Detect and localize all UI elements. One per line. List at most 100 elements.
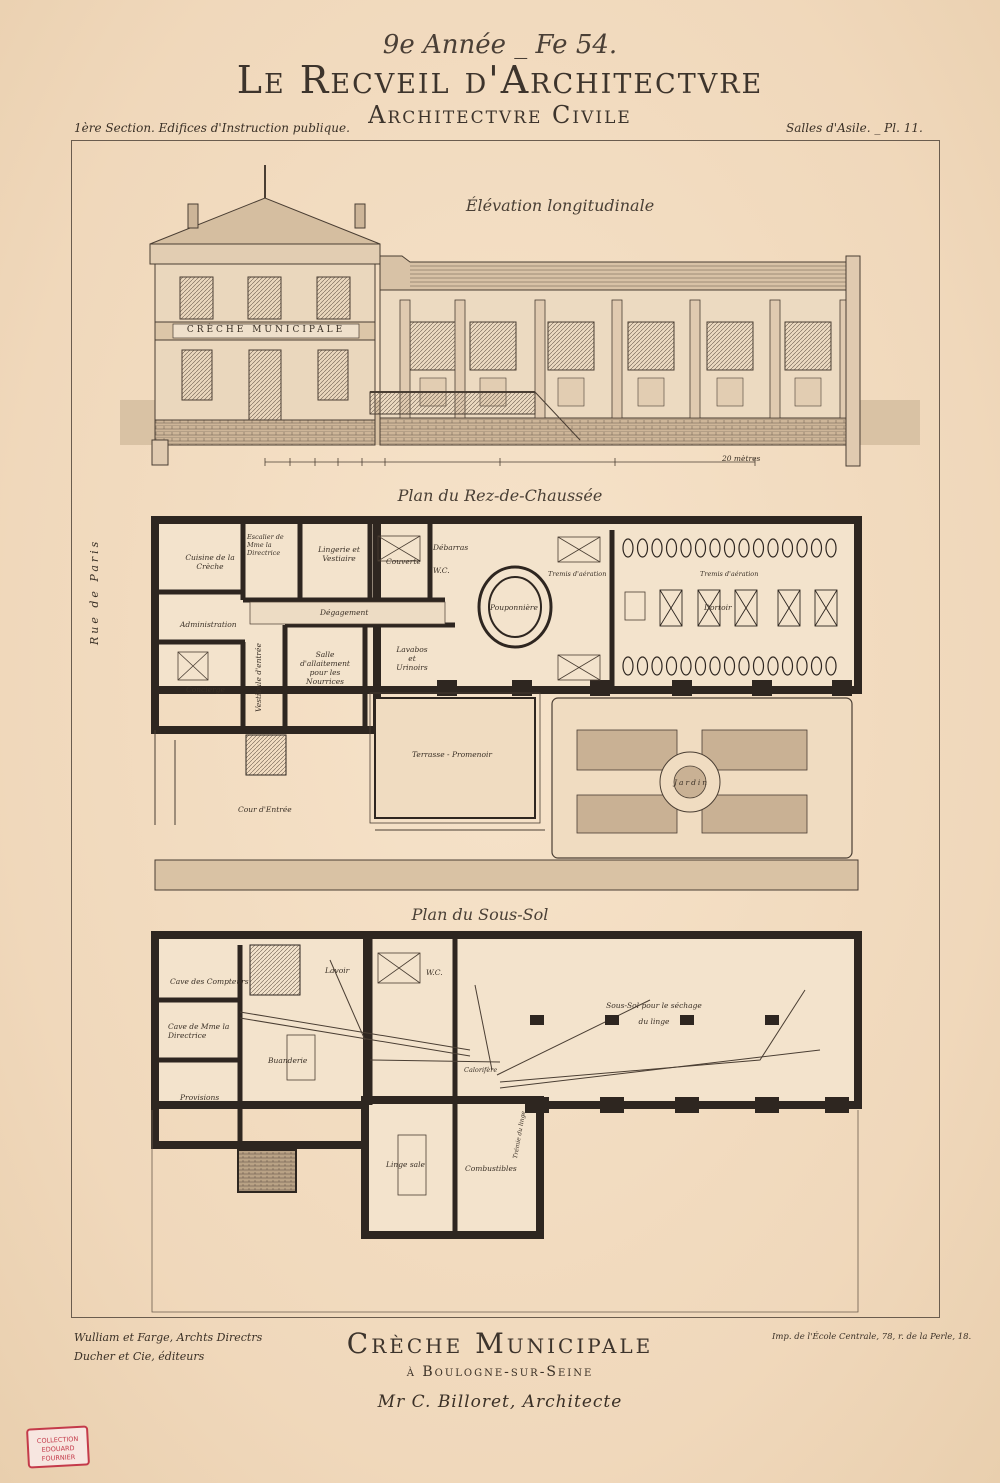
room-laundry: Buanderie xyxy=(268,1056,308,1065)
plate-location: à Boulogne-sur-Seine xyxy=(406,1364,594,1380)
publisher-line-1: Wulliam et Farge, Archts Directrs xyxy=(74,1331,263,1344)
room-lobby: Vestibule d'entrée xyxy=(254,643,263,712)
crib-top xyxy=(723,538,736,558)
dorm-bed xyxy=(777,589,801,627)
pier xyxy=(512,680,532,696)
room-wash: Lavabos et Urinoirs xyxy=(396,645,428,672)
crib-bottom xyxy=(680,656,692,676)
room-corridor: Dégagement xyxy=(320,608,369,617)
pier xyxy=(752,680,772,696)
crib-top xyxy=(752,538,765,558)
room-shower: Couverte xyxy=(386,557,421,566)
plate-label: Salles d'Asile. _ Pl. 11. xyxy=(786,121,923,135)
crib-top xyxy=(810,538,823,558)
crib-top xyxy=(709,538,721,558)
room-drying: Sous-Sol pour le séchage du linge xyxy=(606,1001,702,1026)
crib-top xyxy=(651,538,663,558)
crib-bottom xyxy=(825,656,837,676)
crib-top xyxy=(622,538,634,558)
wing-panel xyxy=(637,377,665,407)
architect-credit: Mr C. Billoret, Architecte xyxy=(377,1392,623,1412)
crib-top xyxy=(665,538,678,558)
wing-panel xyxy=(557,377,585,407)
pilaster xyxy=(611,299,623,419)
room-terrace: Terrasse - Promenoir xyxy=(412,750,492,759)
room-linen: Lingerie et Vestiaire xyxy=(318,545,360,563)
room-airing-2: Tremis d'aération xyxy=(700,570,759,578)
dorm-bed xyxy=(659,589,683,627)
pilaster xyxy=(454,299,466,419)
crib-top xyxy=(694,538,707,558)
plate-title: Crèche Municipale xyxy=(346,1327,654,1360)
printer-credit: Imp. de l'École Centrale, 78, r. de la P… xyxy=(772,1332,972,1342)
wing-panel xyxy=(794,377,822,407)
room-dorm: Dortoir xyxy=(704,603,732,612)
dorm-bed xyxy=(734,589,758,627)
ground-plan-drawing xyxy=(151,516,862,891)
room-lavoir: Lavoir xyxy=(325,966,350,975)
crib-bottom xyxy=(709,656,721,676)
stamp-line-2: EDOUARD FOURNIER xyxy=(41,1444,76,1463)
publisher-line-2: Ducher et Cie, éditeurs xyxy=(74,1350,205,1363)
crib-bottom xyxy=(723,656,736,676)
plate-frame xyxy=(71,140,940,1318)
room-concierge: Concierge xyxy=(186,685,225,694)
crib-bottom xyxy=(810,656,823,676)
basement-column xyxy=(680,1015,694,1025)
crib-top xyxy=(636,538,649,558)
crib-bottom xyxy=(665,656,678,676)
ground-plan-caption: Plan du Rez-de-Chaussée xyxy=(397,486,603,505)
room-office: Escalier de Mme la Directrice xyxy=(247,533,284,557)
dorm-bed xyxy=(697,589,721,627)
basement-plan-drawing xyxy=(151,931,862,1313)
crib-bottom xyxy=(752,656,765,676)
section-label: 1ère Section. Edifices d'Instruction pub… xyxy=(74,121,350,135)
crib-bottom xyxy=(651,656,663,676)
crib-top xyxy=(781,538,794,558)
room-dirty-linen: Linge sale xyxy=(386,1160,425,1169)
wing-window xyxy=(409,321,457,371)
basement-plan-caption: Plan du Sous-Sol xyxy=(411,905,549,924)
basement-column xyxy=(765,1015,779,1025)
crib-top xyxy=(767,538,779,558)
elevation-drawing xyxy=(120,165,920,467)
elevation-sign-text: CRÈCHE MUNICIPALE xyxy=(186,325,346,335)
wing-window xyxy=(627,321,675,371)
pier xyxy=(832,680,852,696)
crib-top xyxy=(680,538,692,558)
pier xyxy=(672,680,692,696)
basement-pier xyxy=(600,1097,624,1113)
dorm-bed-cross xyxy=(734,589,758,627)
dorm-bed xyxy=(814,589,838,627)
pilaster xyxy=(534,299,546,419)
room-storage: Débarras xyxy=(433,543,469,552)
basement-pier xyxy=(825,1097,849,1113)
wing-panel xyxy=(716,377,744,407)
wing-window xyxy=(547,321,595,371)
journal-title: Le Recveil d'Architectvre xyxy=(236,58,764,102)
room-heater: Calorifère xyxy=(464,1066,498,1074)
pilaster xyxy=(689,299,701,419)
street-label: Rue de Paris xyxy=(88,538,101,645)
journal-subtitle: Architectvre Civile xyxy=(368,101,632,129)
room-play: Pouponnière xyxy=(490,603,538,612)
crib-top xyxy=(825,538,837,558)
issue-label: 9e Année _ Fe 54. xyxy=(382,30,618,60)
room-kitchen: Cuisine de la Crèche xyxy=(185,553,235,571)
scale-bar xyxy=(264,458,756,466)
crib-bottom xyxy=(767,656,779,676)
pier xyxy=(590,680,610,696)
pilaster xyxy=(769,299,781,419)
room-fuel: Combustibles xyxy=(465,1164,517,1173)
wing-window xyxy=(469,321,517,371)
scale-label: 20 mètres xyxy=(722,454,761,463)
basement-pier xyxy=(755,1097,779,1113)
crib-bottom xyxy=(694,656,707,676)
room-garden: Jardin xyxy=(674,778,710,787)
room-cave-directrice: Cave de Mme la Directrice xyxy=(168,1022,230,1040)
crib-top xyxy=(738,538,750,558)
elevation-caption: Élévation longitudinale xyxy=(465,196,655,215)
room-court: Cour d'Entrée xyxy=(238,805,292,814)
room-airing-1: Tremis d'aération xyxy=(548,570,607,578)
